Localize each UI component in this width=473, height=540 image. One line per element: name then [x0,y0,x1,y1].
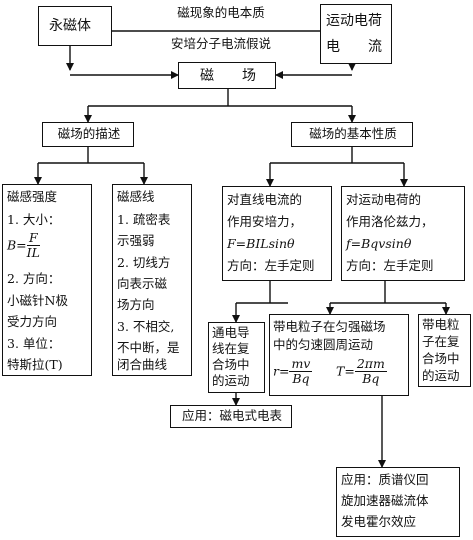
uniform-line-2: 中的匀速圆周运动 [273,337,374,352]
radius-formula-denominator: Bq [292,371,310,387]
lorentz-formula: f=Bqvsinθ [346,236,412,251]
current-composite-line-4: 的运动 [212,373,250,388]
application-list-box: 应用：质谱仪回 旋加速器磁流体 发电霍尔效应 [336,467,460,537]
uniform-line-1: 带电粒子在匀强磁场 [273,319,386,334]
field-lines-line-5: 场方向 [117,297,155,312]
strength-line-6: 特斯拉(T) [7,357,63,372]
moving-charge-label: 运动电荷 [326,13,382,29]
lorentz-force-box: 对运动电荷的 作用洛伦兹力， f=Bqvsinθ 方向：左手定则 [341,186,465,281]
strength-title: 磁感强度 [7,189,58,204]
strength-line-3: 小磁针N极 [7,293,68,308]
magnetic-field-label: 磁 场 [200,68,256,84]
ampere-force-box: 对直线电流的 作用安培力， F=BILsinθ 方向：左手定则 [222,186,332,281]
field-lines-line-2: 示强弱 [117,233,155,248]
lorentz-line-3: 方向：左手定则 [346,258,434,273]
current-composite-line-2: 线在复 [212,341,250,356]
strength-line-1: 1. 大小： [7,212,61,227]
ampere-line-2: 作用安培力， [227,214,303,229]
strength-formula-numerator: F [26,230,40,247]
charge-composite-line-1: 带电粒 [422,317,460,332]
period-formula-lhs: T= [336,363,355,379]
application-list-line-3: 发电霍尔效应 [341,514,417,529]
field-lines-title: 磁感线 [117,189,155,204]
current-composite-line-3: 合场中 [212,357,250,372]
ampere-line-1: 对直线电流的 [227,192,303,207]
field-nature-box: 磁场的基本性质 [291,122,413,147]
field-lines-line-3: 2. 切线方 [117,255,171,270]
charge-composite-line-3: 合场中 [422,351,460,366]
permanent-magnet-label: 永磁体 [49,18,91,34]
current-label: 电 流 [326,39,382,55]
period-formula-numerator: 2πm [354,356,387,373]
radius-formula-numerator: mv [289,356,313,373]
magnetic-field-box: 磁 场 [178,62,276,89]
period-formula-denominator: Bq [362,371,380,387]
current-composite-box: 通电导 线在复 合场中 的运动 [208,322,265,393]
field-lines-line-6: 3. 不相交, [117,319,175,334]
charge-composite-line-2: 子在复 [422,334,460,349]
field-lines-line-8: 闭合曲线 [117,357,168,372]
ampere-formula: F=BILsinθ [227,236,295,251]
strength-line-5: 3. 单位： [7,336,61,351]
lorentz-line-2: 作用洛伦兹力， [346,214,434,229]
field-lines-box: 磁感线 1. 疏密表 示强弱 2. 切线方 向表示磁 场方向 3. 不相交, 不… [112,184,192,376]
lorentz-line-1: 对运动电荷的 [346,192,422,207]
application-list-line-2: 旋加速器磁流体 [341,493,429,508]
field-nature-label: 磁场的基本性质 [309,126,397,141]
charge-composite-box: 带电粒 子在复 合场中 的运动 [418,314,471,387]
application-meter-label: 应用：磁电式电表 [181,408,282,423]
ampere-line-3: 方向：左手定则 [227,258,315,273]
radius-formula-lhs: r= [273,363,290,379]
permanent-magnet-box: 永磁体 [38,6,112,46]
field-lines-line-7: 不中断，是 [117,340,180,355]
strength-line-4: 受力方向 [7,314,58,329]
application-meter-box: 应用：磁电式电表 [170,405,292,428]
strength-formula-lhs: B= [7,237,27,253]
electric-essence-label: 磁现象的电本质 [177,5,265,20]
strength-formula-denominator: IL [26,245,40,261]
field-description-box: 磁场的描述 [42,122,134,147]
current-composite-line-1: 通电导 [212,325,250,340]
moving-charge-box: 运动电荷 电 流 [320,4,392,64]
field-lines-line-1: 1. 疏密表 [117,212,171,227]
field-lines-line-4: 向表示磁 [117,276,168,291]
application-list-line-1: 应用：质谱仪回 [341,472,429,487]
field-description-label: 磁场的描述 [57,126,121,141]
strength-line-2: 2. 方向： [7,271,61,286]
charge-composite-line-4: 的运动 [422,368,460,383]
ampere-hypothesis-label: 安培分子电流假说 [170,36,271,51]
